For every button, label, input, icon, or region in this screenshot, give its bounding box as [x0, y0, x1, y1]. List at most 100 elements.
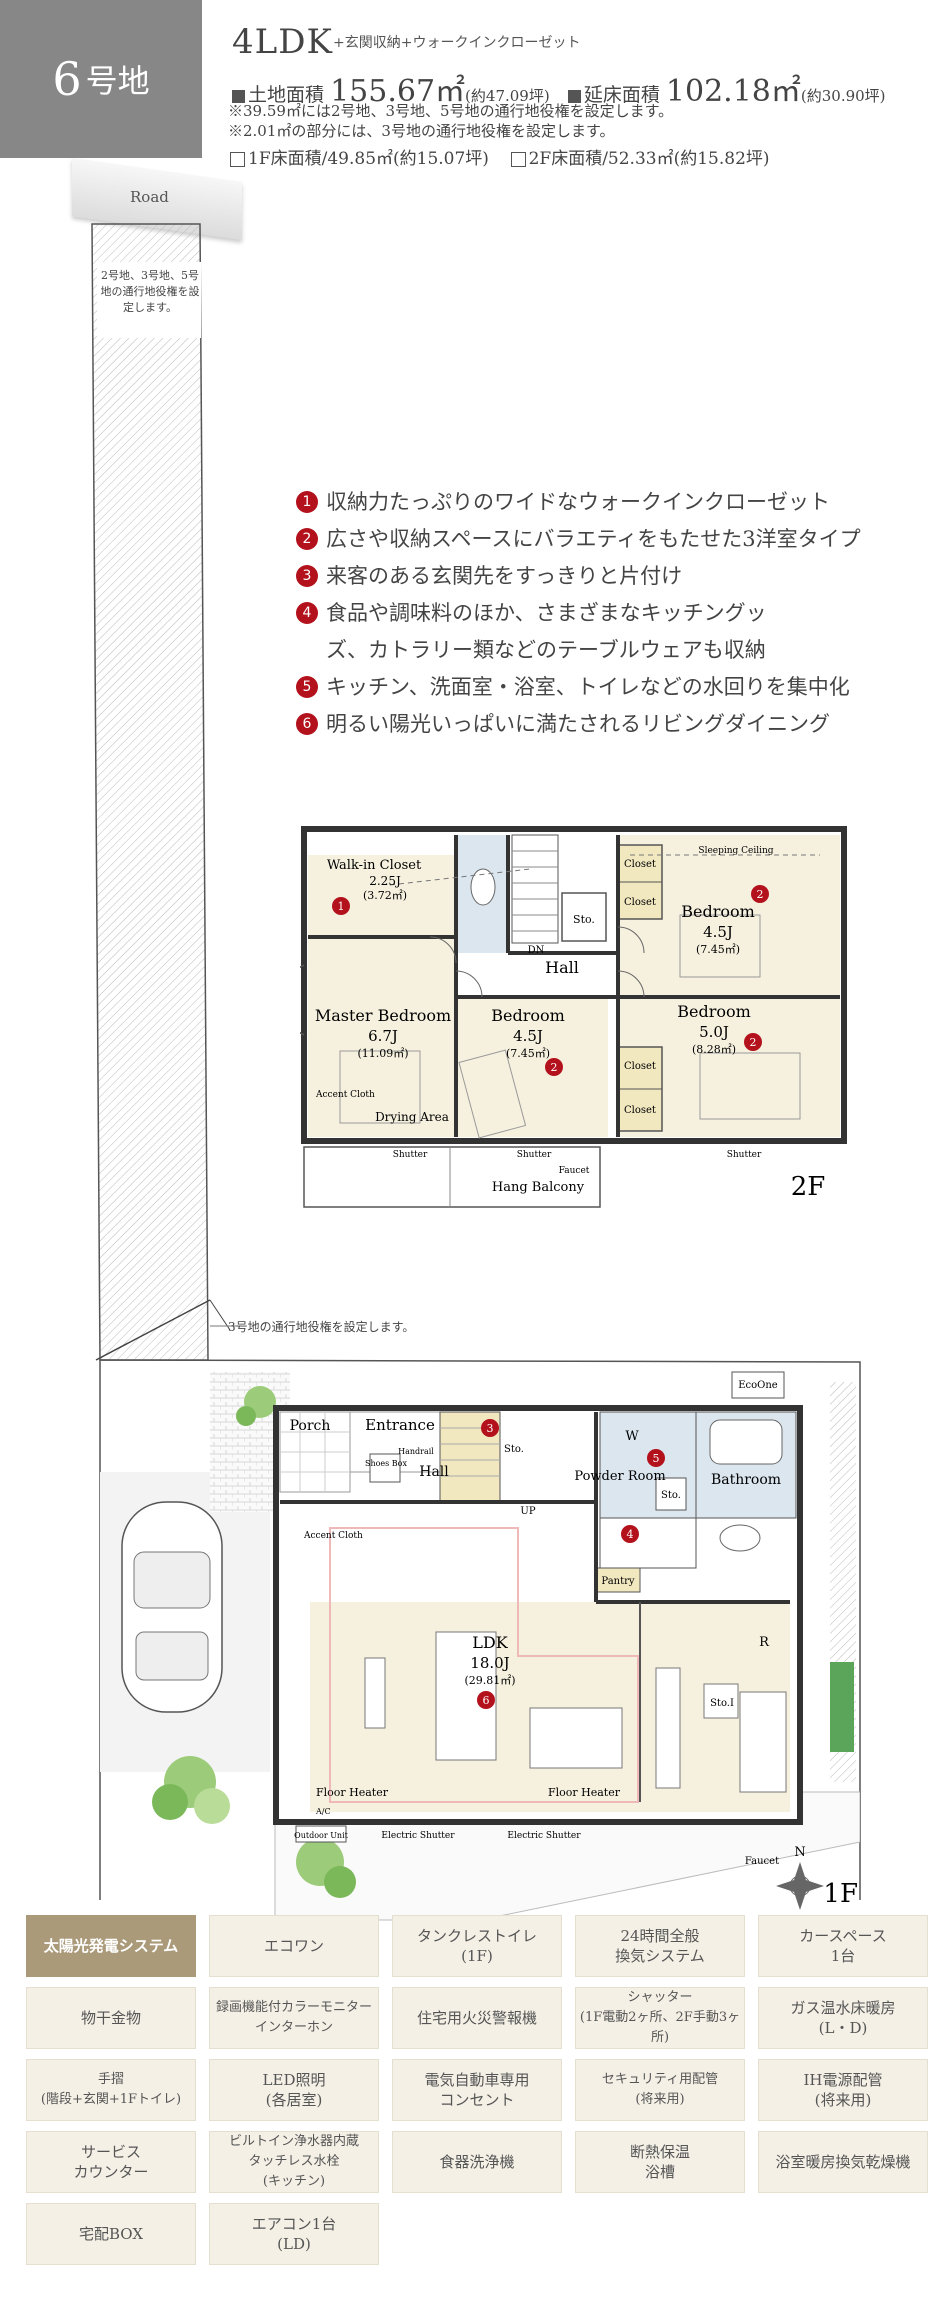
badge-2-2f-c-num: 2 [750, 1036, 757, 1049]
hall-1f-label: Hall [419, 1464, 449, 1480]
feature-text: 広さや収納スペースにバラエティをもたせた3洋室タイプ [326, 527, 861, 551]
master-bedroom-room [308, 937, 456, 1137]
total-floor-tsubo: (約30.90坪) [800, 87, 886, 105]
plan-type-sub: +玄関収納+ウォークインクローゼット [333, 35, 581, 51]
wic-m2: (3.72㎡) [363, 889, 407, 902]
sto-2f-label: Sto. [573, 913, 595, 926]
shoes-label: Shoes Box [365, 1459, 408, 1468]
easement-strip [91, 223, 209, 1361]
sto-i-label: Sto.I [710, 1698, 734, 1709]
north-label: N [794, 1845, 805, 1860]
closet-label-a2: Closet [624, 897, 656, 908]
ac-label: A/C [315, 1807, 331, 1816]
bed3-m2: (8.28㎡) [692, 1043, 736, 1056]
entrance-storage [439, 1411, 501, 1503]
equipment-cell: 手摺 (階段+玄関+1Fトイレ) [26, 2059, 196, 2121]
master-label: Master Bedroom [315, 1006, 451, 1025]
closet-label-b2: Closet [624, 1105, 656, 1116]
equipment-cell: エコワン [209, 1915, 379, 1977]
feature-text: 収納力たっぷりのワイドなウォークインクローゼット [326, 490, 830, 514]
equipment-cell: ビルトイン浄水器内蔵 タッチレス水栓 (キッチン) [209, 2131, 379, 2193]
badge-5-1f [647, 1449, 665, 1467]
ldk-m2: (29.81㎡) [464, 1674, 515, 1687]
lot-suffix: 号地 [85, 62, 150, 100]
floor-plan-1f: 3 5 4 6 EcoOne Porch Entrance Shoes Box … [100, 1371, 860, 1921]
bathtub-icon [709, 1419, 783, 1465]
entrance-label: Entrance [365, 1416, 435, 1434]
wic-room [308, 855, 456, 937]
badge-3-1f-num: 3 [487, 1422, 494, 1435]
floor2-area: 2F床面積/52.33㎡(約15.82坪) [528, 149, 770, 169]
tv-board [364, 1657, 386, 1729]
car-icon [121, 1501, 223, 1713]
shutter-label-3: Shutter [727, 1150, 762, 1160]
r-label: R [759, 1635, 770, 1650]
bed2-size: 4.5J [513, 1027, 543, 1045]
feature-number-badge: 3 [296, 565, 318, 587]
accent-cloth-2f: Accent Cloth [315, 1090, 375, 1100]
porch-label: Porch [290, 1418, 331, 1434]
powder-storage [655, 1477, 687, 1511]
tree-icon [152, 1756, 230, 1824]
feature-text: キッチン、洗面室・浴室、トイレなどの水回りを集中化 [326, 675, 850, 699]
lot-number: 6 [52, 52, 82, 106]
badge-4-1f [621, 1525, 639, 1543]
floor-areas: 1F床面積/49.85㎡(約15.07坪) 2F床面積/52.33㎡(約15.8… [230, 144, 770, 169]
bedroom2-room [458, 997, 608, 1137]
outdoor-unit [295, 1825, 347, 1843]
balcony-label: Hang Balcony [492, 1180, 585, 1195]
sto-1f-label: Sto. [504, 1444, 524, 1455]
equipment-cell: シャッター (1F電動2ヶ所、2F手動3ヶ所) [575, 1987, 745, 2049]
land-area-tsubo: (約47.09坪) [465, 87, 550, 105]
kitchen-storage [703, 1683, 739, 1719]
badge-1-2f-num: 1 [338, 900, 345, 913]
bed1-label: Bedroom [681, 902, 755, 921]
total-floor-value: 102.18㎡ [665, 74, 801, 109]
up-label: UP [520, 1506, 535, 1517]
electric-shutter-label-2: Electric Shutter [507, 1831, 581, 1841]
floor-heater-label-1: Floor Heater [316, 1786, 389, 1799]
equipment-cell: 24時間全般 換気システム [575, 1915, 745, 1977]
equipment-cell: タンクレストイレ (1F) [392, 1915, 562, 1977]
hang-balcony [303, 1146, 601, 1208]
counter [655, 1667, 681, 1789]
bed3-size: 5.0J [699, 1023, 729, 1041]
equipment-cell: IH電源配管 (将来用) [758, 2059, 928, 2121]
pantry-label: Pantry [601, 1576, 634, 1587]
equipment-cell: 食器洗浄機 [392, 2131, 562, 2193]
ldk-label: LDK [472, 1633, 508, 1652]
bed3-label: Bedroom [677, 1002, 751, 1021]
hall-2f-label: Hall [545, 958, 579, 977]
floor-plan-2f: 1 2 2 2 Walk-in Closet 2.25J (3.72㎡) Clo… [300, 826, 847, 1208]
equipment-cell: エアコン1台 (LD) [209, 2203, 379, 2265]
floor2-label: 2F [791, 1172, 826, 1202]
square-outline-icon [230, 152, 245, 167]
equipment-cell: LED照明 (各居室) [209, 2059, 379, 2121]
ecoone-unit [731, 1371, 785, 1399]
toilet-1f [599, 1517, 697, 1569]
badge-2-2f-c [744, 1033, 762, 1051]
feature-text: 明るい陽光いっぱいに満たされるリビングダイニング [326, 712, 830, 736]
easement-note-text: 2号地、3号地、5号地の通行地役権を設定します。 [100, 269, 200, 314]
bed1-size: 4.5J [703, 923, 733, 941]
powder-sto-label: Sto. [661, 1490, 681, 1501]
equipment-cell: 録画機能付カラーモニター インターホン [209, 1987, 379, 2049]
storage-2f [561, 892, 607, 942]
floor1-area: 1F床面積/49.85㎡(約15.07坪) [248, 149, 489, 169]
easement-note-3: 3号地の通行地役権を設定します。 [228, 1320, 415, 1334]
floor1-label: 1F [823, 1879, 858, 1909]
stairs-2f [511, 834, 559, 944]
drying-area-label: Drying Area [375, 1110, 449, 1124]
dn-label: DN [528, 945, 545, 956]
floor-heater-zone [329, 1527, 639, 1803]
land-area-label: 土地面積 [248, 84, 325, 106]
ldk-size: 18.0J [470, 1654, 509, 1672]
sleeping-ceiling-label: Sleeping Ceiling [698, 846, 773, 856]
electric-shutter-label-1: Electric Shutter [381, 1831, 455, 1841]
service-counter [739, 1691, 787, 1793]
shutter-label-2: Shutter [517, 1150, 552, 1160]
